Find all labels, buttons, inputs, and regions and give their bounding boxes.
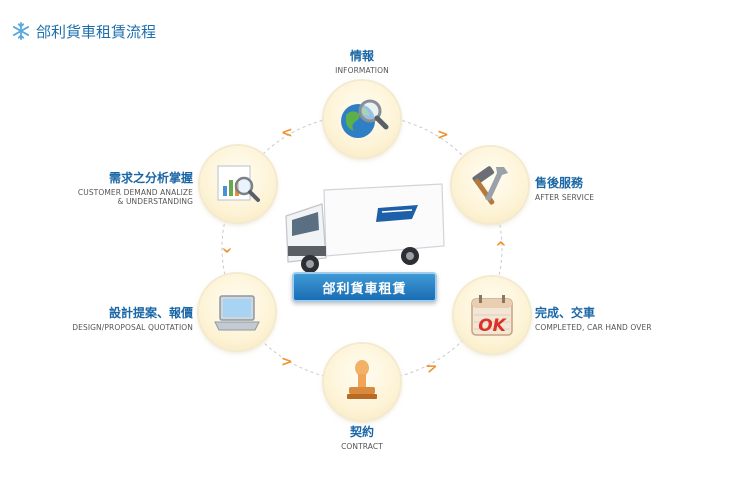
laptop-icon [214,295,260,331]
step-design-node [199,274,275,350]
step-completed-node: OK [454,277,530,353]
step-contract-label: 契約 CONTRACT [341,425,383,451]
snowflake-icon [12,22,30,40]
truck-icon [285,183,445,273]
arrow-left-top: < [281,125,293,141]
step-information-node [324,81,400,157]
stamp-icon [347,360,377,399]
chart-magnifier-icon [217,165,260,202]
arrow-left-bottom: > [281,354,293,370]
ok-mark: OK [478,316,507,336]
page-title-wrap: 郃利貨車租賃流程 [12,20,156,42]
step-demand-node [200,146,276,222]
step-after-service-label: 售後服務 AFTER SERVICE [535,176,595,202]
step-completed-label: 完成、交車 COMPLETED, CAR HAND OVER [535,306,652,332]
arrow-left-mid: ^ [221,238,233,254]
page-title: 郃利貨車租賃流程 [36,22,157,41]
step-after-service-node [452,147,528,223]
step-design-label: 設計提案、報價 DESIGN/PROPOSAL QUOTATION [72,306,193,332]
globe-magnifier-icon [341,99,389,138]
arrow-right-top: > [437,127,449,143]
center-banner: 郃利貨車租賃 [292,272,437,302]
step-information-label: 情報 INFORMATION [335,49,389,75]
hammer-wrench-icon [472,166,508,205]
calendar-ok-icon: OK [471,295,513,336]
step-demand-label: 需求之分析掌握 CUSTOMER DEMAND ANALIZE & UNDERS… [77,171,193,207]
step-contract-node [324,344,400,420]
arrow-right-mid: ^ [495,240,507,256]
